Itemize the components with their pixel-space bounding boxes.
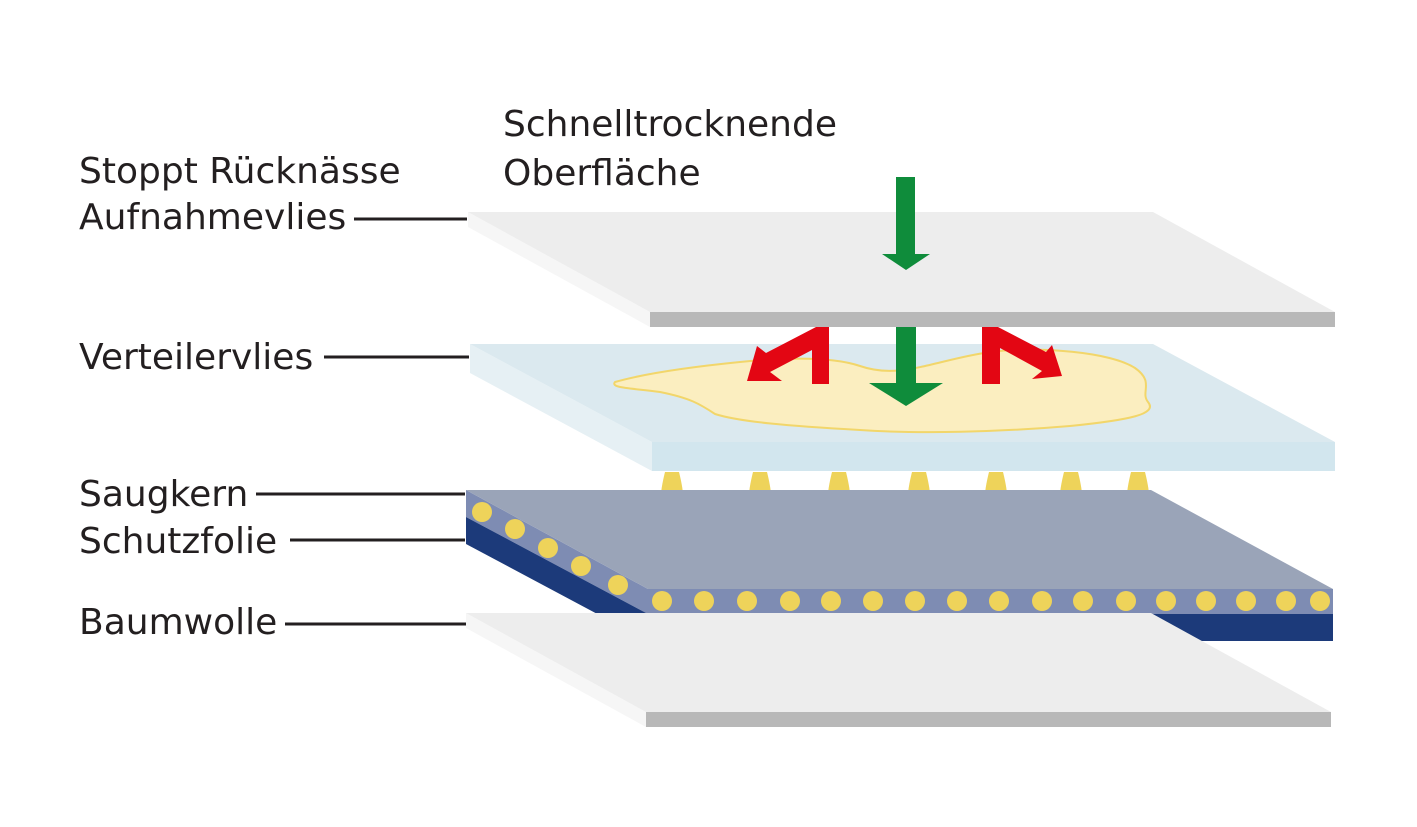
granules [472,502,1330,611]
label-top-center-line2: Oberfläche [503,153,701,194]
granule [780,591,800,611]
granule [1073,591,1093,611]
granule [863,591,883,611]
cotton-left-edge [466,613,646,727]
granule [652,591,672,611]
arrow-bent-red-icon [747,327,829,384]
granule [989,591,1009,611]
arrow-down-icon [882,177,930,270]
granule [905,591,925,611]
granule [1236,591,1256,611]
granule [1196,591,1216,611]
granule [571,556,591,576]
label-saugkern: Saugkern [79,474,248,515]
granule [821,591,841,611]
granule [472,502,492,522]
cotton-layer [466,613,1331,727]
top-sheet-left-edge [468,212,650,327]
arrow-bent-red-icon [982,327,1062,384]
top-sheet-front-edge [650,312,1335,327]
label-aufnahmevlies: Aufnahmevlies [79,197,346,238]
cotton-front-edge [646,712,1331,727]
granule [737,591,757,611]
granule [1310,591,1330,611]
granule [538,538,558,558]
granule [608,575,628,595]
granule [947,591,967,611]
label-verteilervlies: Verteilervlies [79,337,313,378]
granule [1116,591,1136,611]
cotton-surface [466,613,1331,712]
label-top-center-line1: Schnelltrocknende [503,104,837,145]
granule [505,519,525,539]
core-surface [466,490,1333,589]
granule [1156,591,1176,611]
label-top-left-line1: Stoppt Rücknässe [79,151,401,192]
film-left-edge [466,517,648,641]
distribution-front-edge [652,442,1335,471]
granule [1032,591,1052,611]
arrow-down-icon [869,327,943,406]
label-schutzfolie: Schutzfolie [79,521,277,562]
granule [1276,591,1296,611]
granule [694,591,714,611]
label-baumwolle: Baumwolle [79,602,277,643]
distribution-left-edge [470,344,652,471]
